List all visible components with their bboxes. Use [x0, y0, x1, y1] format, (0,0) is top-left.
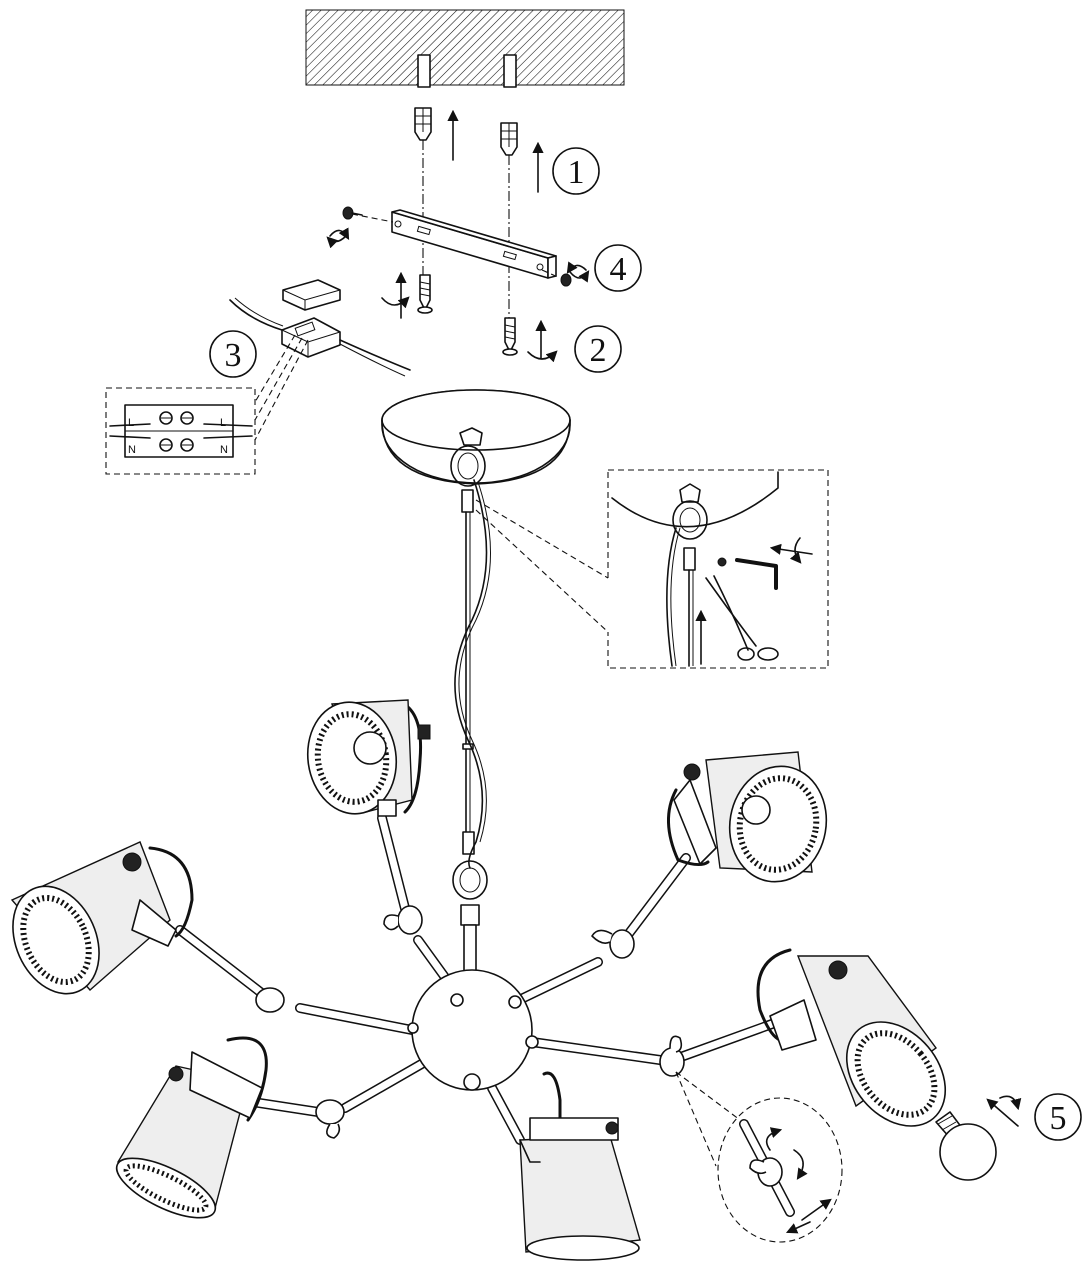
step-number-5: 5	[1050, 1100, 1067, 1137]
ceiling-canopy	[381, 389, 571, 487]
suspension-cable	[461, 489, 475, 855]
step-marker-2: 2	[574, 325, 622, 373]
light-bulb	[935, 1095, 1022, 1181]
step-number-2: 2	[590, 332, 607, 369]
screw-right	[502, 317, 558, 363]
bracket-screw-left	[342, 206, 394, 223]
step-marker-5: 5	[1034, 1093, 1082, 1141]
terminal-live-right-label: L	[220, 417, 226, 429]
step-marker-3: 3	[209, 330, 257, 378]
central-hub	[407, 969, 539, 1091]
lower-hook	[452, 860, 488, 981]
terminal-neutral-right-label: N	[220, 444, 228, 456]
junction-callout-lines	[254, 334, 309, 441]
terminal-live-left-label: L	[128, 417, 134, 429]
lamp-head-bottom	[519, 1071, 641, 1261]
bracket-screw-right	[541, 269, 572, 287]
step-number-3: 3	[225, 337, 242, 374]
lamp-head-left	[10, 841, 194, 995]
joint-detail	[675, 1071, 843, 1243]
step-number-1: 1	[568, 154, 585, 191]
step-marker-1: 1	[552, 147, 600, 195]
wall-plug-right	[500, 122, 518, 156]
lamp-head-top-left	[306, 699, 431, 817]
lamp-head-bottom-left	[115, 1036, 268, 1219]
lamp-head-right	[756, 948, 947, 1127]
screw-left	[381, 271, 433, 319]
cable-callout-lines	[475, 499, 609, 633]
terminal-neutral-left-label: N	[128, 444, 136, 456]
junction-box	[229, 279, 411, 377]
step-number-4: 4	[610, 251, 627, 288]
wall-plug-left	[414, 107, 432, 141]
ceiling	[305, 9, 625, 88]
step-marker-4: 4	[594, 244, 642, 292]
terminal-block-detail: L N L N	[105, 387, 256, 475]
arm-joints	[255, 905, 685, 1139]
rotate-arrow-icon	[326, 227, 590, 283]
centre-lines	[422, 140, 510, 318]
lamp-head-right-top	[666, 751, 828, 883]
plug-up-arrows	[447, 109, 544, 193]
mounting-bracket	[391, 209, 557, 279]
power-cord	[454, 479, 491, 869]
cable-adjust-detail	[607, 469, 829, 669]
arms	[175, 813, 777, 1145]
